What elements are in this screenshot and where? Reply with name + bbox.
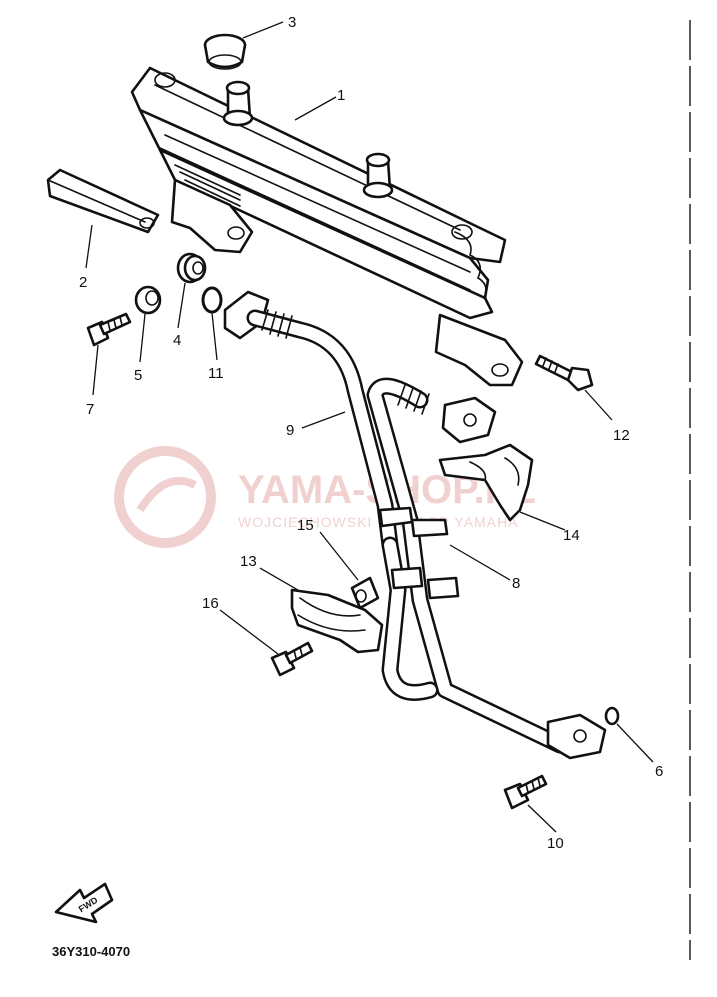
part-15-collar: [350, 576, 380, 610]
forward-arrow-icon: FWD: [54, 882, 114, 924]
watermark-subtitle: WOJCIECHOWSKI - DEALER YAMAHA: [238, 514, 519, 530]
label-part-10: 10: [547, 835, 564, 852]
label-part-2: 2: [79, 274, 87, 291]
label-part-13: 13: [240, 553, 257, 570]
label-part-5: 5: [134, 367, 142, 384]
label-part-9: 9: [286, 422, 294, 439]
label-part-11: 11: [208, 365, 224, 382]
part-14-clamp: [438, 443, 534, 522]
part-16-bolt: [270, 641, 314, 677]
part-11-o-ring: [201, 286, 223, 314]
part-2-rubber-strip: [46, 168, 160, 234]
label-part-8: 8: [512, 575, 520, 592]
part-9-hose: [223, 290, 399, 554]
part-7-bolt: [86, 312, 132, 347]
part-5-collar: [134, 285, 162, 315]
part-13-clamp: [290, 588, 384, 654]
label-part-3: 3: [288, 14, 296, 31]
watermark-logo-icon: [114, 446, 216, 548]
label-part-4: 4: [173, 332, 181, 349]
part-10-bolt: [503, 774, 548, 810]
part-1-oil-cooler: [130, 66, 524, 387]
label-part-6: 6: [655, 763, 663, 780]
part-labels: 3 1 2 4 5 7 11 9 12 14 8 15 13 16 6 10: [79, 14, 663, 852]
part-code: 36Y310-4070: [52, 944, 130, 959]
label-part-14: 14: [563, 527, 580, 544]
part-3-grommet: [203, 33, 247, 70]
label-part-1: 1: [337, 87, 345, 104]
part-4-grommet: [176, 252, 207, 284]
part-8-hose: [366, 377, 607, 760]
leader-lines: [85, 21, 654, 833]
part-6-washer: [604, 706, 620, 726]
part-12-bolt: [534, 354, 594, 392]
label-part-16: 16: [202, 595, 219, 612]
label-part-7: 7: [86, 401, 94, 418]
label-part-12: 12: [613, 427, 630, 444]
label-part-15: 15: [297, 517, 314, 534]
